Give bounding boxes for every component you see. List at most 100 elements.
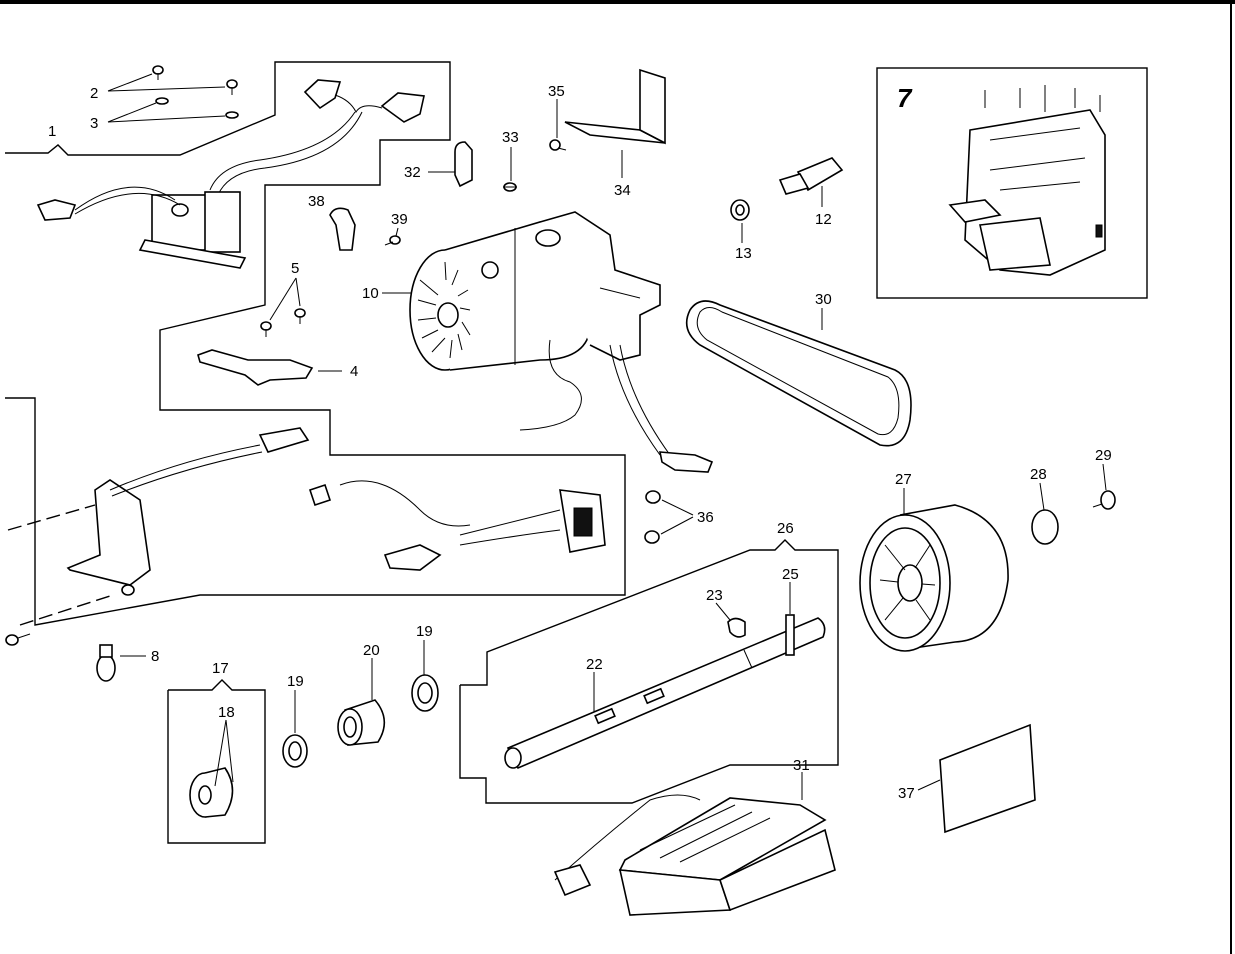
group-boundary-1 bbox=[5, 61, 626, 626]
leader-36a bbox=[661, 499, 694, 516]
leader-37 bbox=[917, 779, 941, 791]
plate-4 bbox=[197, 349, 314, 386]
e-ring-23 bbox=[727, 617, 746, 638]
dash-leader-a bbox=[7, 504, 96, 531]
screw-5b bbox=[294, 308, 306, 324]
callout-25: 25 bbox=[782, 566, 799, 583]
callout-39: 39 bbox=[391, 211, 408, 228]
leader-3a bbox=[107, 102, 157, 123]
callout-5: 5 bbox=[291, 260, 299, 277]
main-shaft-22 bbox=[504, 617, 826, 770]
foot-controller-31 bbox=[553, 794, 836, 916]
callout-38: 38 bbox=[308, 193, 325, 210]
leader-3b bbox=[107, 115, 226, 123]
motor-wire-2 bbox=[609, 344, 661, 456]
screw-39 bbox=[384, 235, 401, 246]
callout-22: 22 bbox=[586, 656, 603, 673]
leader-18b bbox=[225, 719, 234, 783]
callout-19a: 19 bbox=[287, 673, 304, 690]
callout-19b: 19 bbox=[416, 623, 433, 640]
washer-19b-hole bbox=[417, 682, 433, 704]
pin-25 bbox=[785, 614, 795, 656]
screw-29 bbox=[1092, 490, 1116, 510]
lamp-bulb-8 bbox=[96, 644, 116, 682]
callout-30: 30 bbox=[815, 291, 832, 308]
leader-2b bbox=[107, 86, 226, 92]
transformer-cable-2 bbox=[217, 111, 363, 196]
leader-5a bbox=[269, 277, 297, 321]
shaft-12 bbox=[778, 157, 844, 195]
callout-26: 26 bbox=[777, 520, 794, 537]
bushing-20 bbox=[337, 699, 386, 746]
serger-machine-7 bbox=[948, 85, 1106, 276]
callout-37: 37 bbox=[898, 785, 915, 802]
switch-wire bbox=[339, 480, 471, 527]
callout-35: 35 bbox=[548, 83, 565, 100]
callout-17: 17 bbox=[212, 660, 229, 677]
callout-34: 34 bbox=[614, 182, 631, 199]
callout-12: 12 bbox=[815, 211, 832, 228]
switch-plug bbox=[383, 544, 442, 571]
switch-cable bbox=[459, 509, 561, 546]
motor-wire-3 bbox=[619, 344, 671, 456]
washer-13-hole bbox=[735, 204, 745, 216]
callout-28: 28 bbox=[1030, 466, 1047, 483]
clamp-32 bbox=[454, 141, 473, 188]
bushing-18 bbox=[189, 767, 234, 818]
connector-plug-top bbox=[303, 79, 425, 123]
leader-29 bbox=[1102, 463, 1107, 491]
screw-36b bbox=[644, 530, 660, 544]
callout-2: 2 bbox=[90, 85, 98, 102]
callout-32: 32 bbox=[404, 164, 421, 181]
callout-8: 8 bbox=[151, 648, 159, 665]
callout-4: 4 bbox=[350, 363, 358, 380]
callout-27: 27 bbox=[895, 471, 912, 488]
transformer-cable bbox=[209, 111, 356, 191]
callout-3: 3 bbox=[90, 115, 98, 132]
callout-31: 31 bbox=[793, 757, 810, 774]
lamp-socket bbox=[308, 483, 332, 507]
callout-33: 33 bbox=[502, 129, 519, 146]
manual-37 bbox=[939, 723, 1036, 834]
bracket-34 bbox=[564, 68, 666, 145]
screw-36a bbox=[645, 490, 661, 504]
callout-29: 29 bbox=[1095, 447, 1112, 464]
group-boundary-26 bbox=[459, 539, 839, 804]
pulley-27 bbox=[859, 504, 1009, 652]
washer-19a-hole bbox=[288, 741, 302, 761]
screw-2a bbox=[152, 65, 164, 80]
washer-3a bbox=[155, 97, 169, 105]
leader-36b bbox=[660, 516, 694, 535]
leader-18a bbox=[214, 719, 227, 787]
screw-5a bbox=[260, 321, 272, 337]
belt-30 bbox=[685, 300, 912, 447]
small-plug-left bbox=[36, 186, 181, 221]
washer-28 bbox=[1031, 509, 1059, 545]
motor-wire-1 bbox=[519, 339, 582, 431]
callout-1: 1 bbox=[48, 123, 56, 140]
callout-23: 23 bbox=[706, 587, 723, 604]
rocker-switch bbox=[559, 489, 606, 553]
callout-20: 20 bbox=[363, 642, 380, 659]
leader-28 bbox=[1039, 482, 1045, 511]
controller-switch bbox=[66, 427, 310, 596]
leader-2a bbox=[107, 73, 153, 92]
dash-leader-b bbox=[19, 595, 111, 626]
callout-18: 18 bbox=[218, 704, 235, 721]
screw-35 bbox=[549, 139, 567, 151]
screw-33 bbox=[503, 182, 517, 192]
motor-10 bbox=[409, 211, 661, 371]
callout-36: 36 bbox=[697, 509, 714, 526]
callout-10: 10 bbox=[362, 285, 379, 302]
leader-5b bbox=[295, 277, 301, 307]
callout-13: 13 bbox=[735, 245, 752, 262]
leader-39 bbox=[395, 227, 399, 237]
clamp-38 bbox=[329, 207, 356, 251]
motor-plug bbox=[659, 451, 714, 473]
callout-7: 7 bbox=[897, 83, 913, 113]
leader-23 bbox=[715, 602, 731, 621]
transformer bbox=[138, 191, 247, 269]
machine-box-7 bbox=[876, 67, 1148, 299]
screw-bottom-left bbox=[5, 633, 31, 646]
